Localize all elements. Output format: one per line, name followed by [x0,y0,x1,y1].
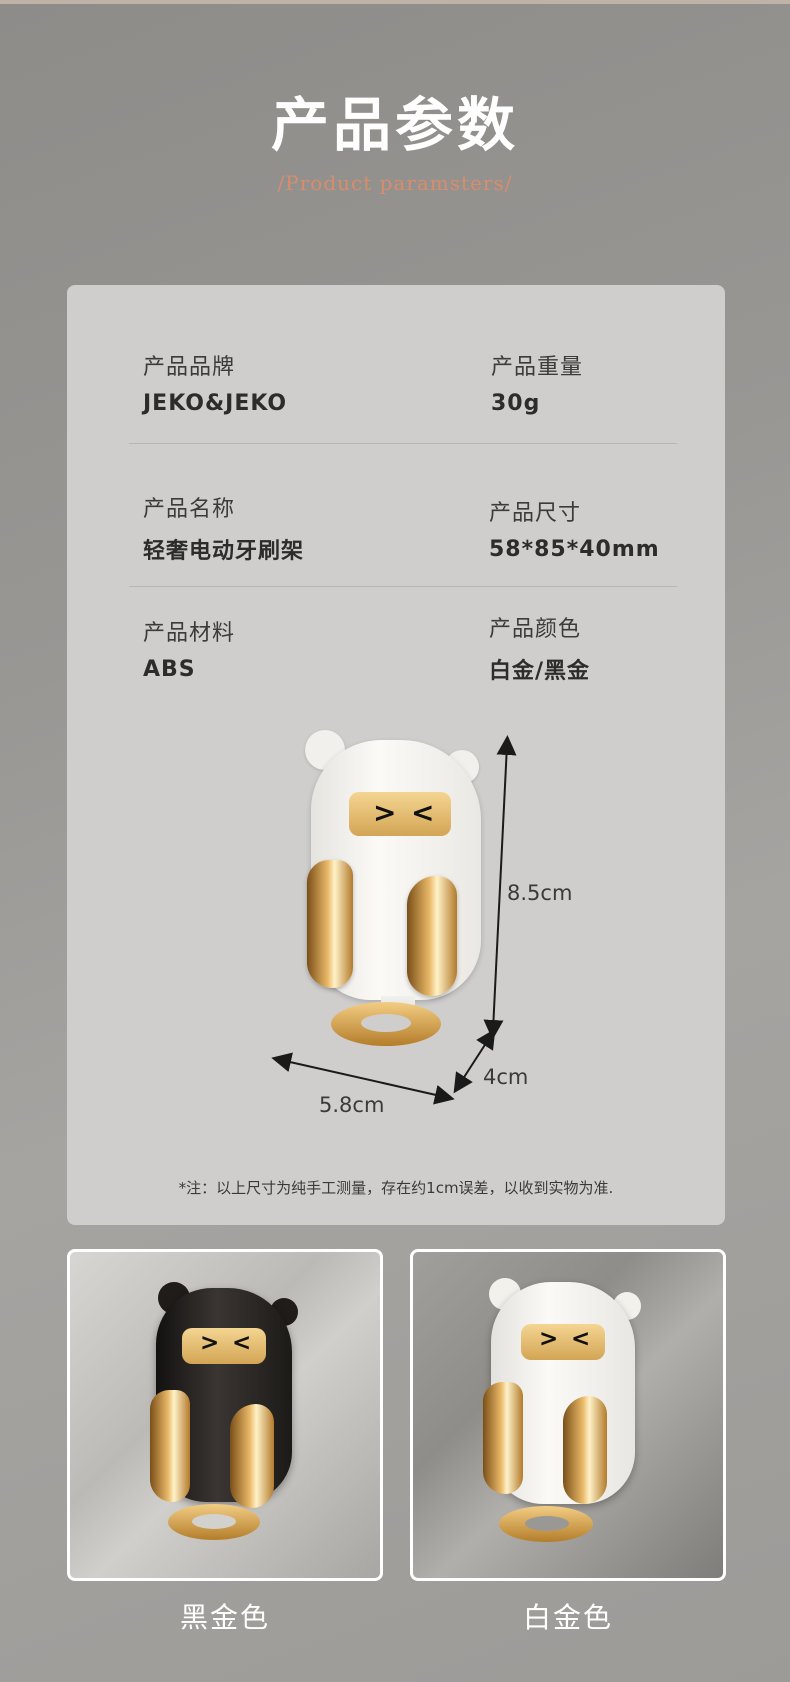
gold-cup-right [407,876,457,996]
param-material: 产品材料 ABS [143,615,235,682]
param-material-label: 产品材料 [143,621,236,646]
page-title: 产品参数 [270,91,519,159]
param-size: 产品尺寸 58*85*40mm [489,495,660,562]
measurement-note: *注：以上尺寸为纯手工测量，存在约1cm误差，以收到实物为准. [178,1179,614,1197]
param-color-value: 白金/黑金 [489,659,591,684]
ring-hole [192,1514,236,1529]
photo-black-gold: > < [67,1249,383,1581]
param-brand: 产品品牌 JEKO&JEKO [143,349,287,416]
depth-arrow [453,1028,496,1094]
divider [129,443,677,444]
param-size-label: 产品尺寸 [489,501,582,526]
width-label: 5.8cm [319,1093,385,1117]
height-label: 8.5cm [507,881,573,905]
height-arrow [483,735,517,1040]
product-image-white: > < [295,730,495,1050]
eye-right-icon: < [411,796,435,829]
width-arrow [271,1052,455,1105]
eye-left-icon: > [539,1326,559,1352]
depth-label: 4cm [483,1065,529,1089]
gold-cup-left [150,1390,190,1502]
variant-label-black-gold: 黑金色 [179,1601,270,1634]
gold-visor [349,792,451,836]
eye-right-icon: < [571,1326,591,1352]
param-brand-label: 产品品牌 [143,355,236,380]
param-brand-value: JEKO&JEKO [143,391,288,416]
param-weight: 产品重量 30g [491,349,583,416]
gold-cup-right [230,1404,274,1508]
ring-hole [361,1014,411,1032]
divider [129,586,677,587]
eye-left-icon: > [373,796,397,829]
param-name: 产品名称 轻奢电动牙刷架 [143,491,304,565]
gold-cup-right [563,1396,607,1504]
ring-hole [525,1516,569,1531]
parameters-card: 产品品牌 JEKO&JEKO 产品重量 30g 产品名称 轻奢电动牙刷架 产品尺… [67,285,725,1225]
gold-visor [521,1324,605,1360]
gold-cup-left [307,860,353,988]
dimension-arrows [271,735,517,1105]
gold-visor [182,1328,266,1364]
variant-label-white-gold: 白金色 [522,1601,613,1634]
gold-cup-left [483,1382,523,1494]
param-weight-label: 产品重量 [491,355,584,380]
photo-white-gold: > < [410,1249,726,1581]
eye-left-icon: > [200,1330,220,1356]
eye-right-icon: < [232,1330,252,1356]
param-color: 产品颜色 白金/黑金 [489,611,590,685]
param-weight-value: 30g [491,391,541,416]
param-size-value: 58*85*40mm [489,537,660,562]
param-color-label: 产品颜色 [489,617,582,642]
param-name-value: 轻奢电动牙刷架 [143,539,305,564]
param-material-value: ABS [143,657,196,682]
param-name-label: 产品名称 [143,497,236,522]
top-edge-line [0,0,790,4]
page-subtitle: /Product paramsters/ [277,171,513,195]
